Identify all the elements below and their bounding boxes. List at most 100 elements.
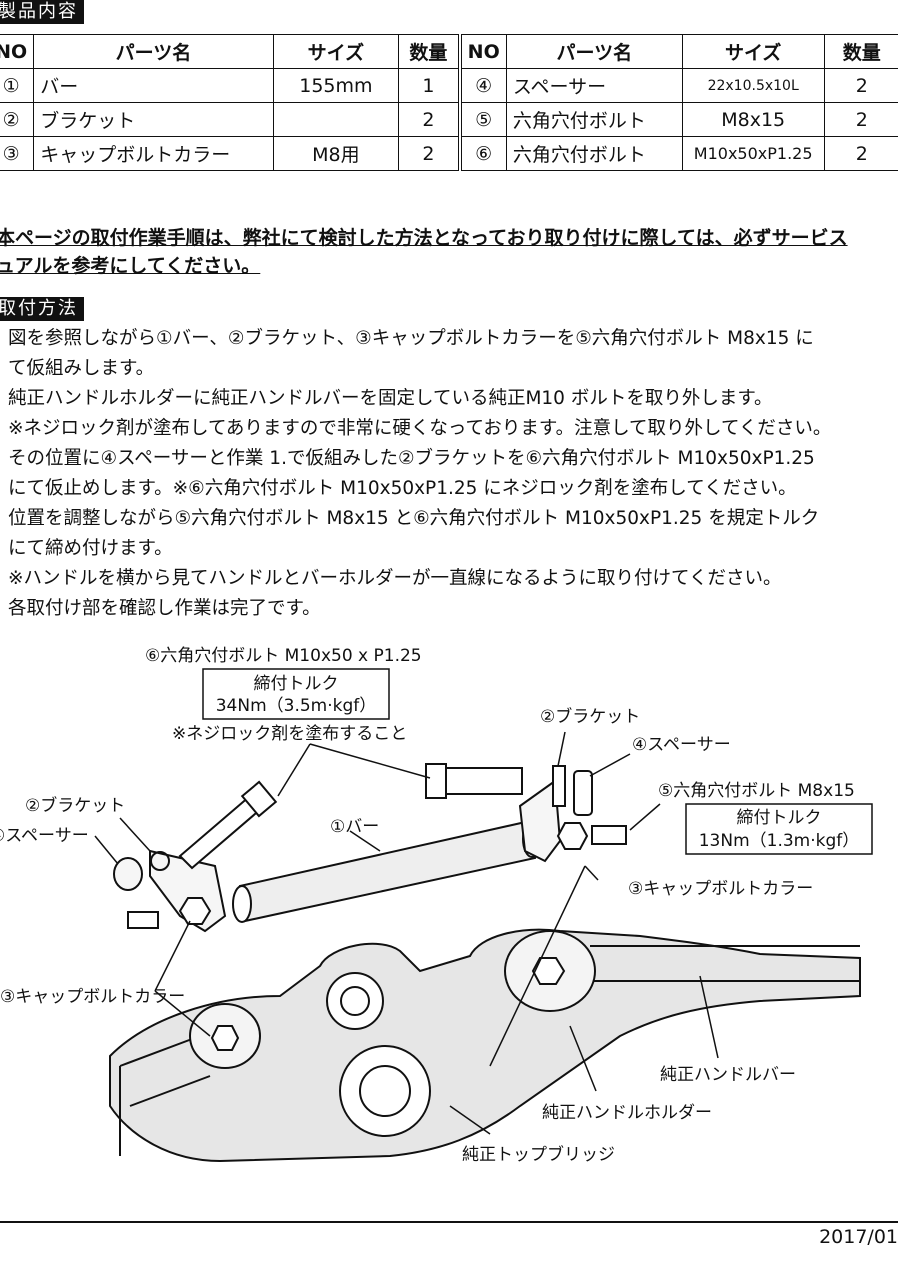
cell-no: ④ (457, 68, 507, 103)
leader-line (584, 865, 599, 881)
col-header-size-2: サイズ (681, 34, 825, 69)
leader-line (589, 753, 631, 777)
cell-size: 22x10.5x10L (681, 68, 825, 103)
table-header-row: NO パーツ名 サイズ 数量 NO パーツ名 サイズ 数量 (0, 34, 898, 69)
notice-text: 本ページの取付作業手順は、弊社にて検討した方法となっており取り付けに際しては、必… (0, 224, 896, 280)
step-line: 各取付け部を確認し作業は完了です。 (8, 598, 321, 619)
bolt-m8-right-shape (591, 825, 627, 845)
cell-qty: 2 (823, 68, 898, 103)
cell-name: スペーサー (505, 68, 683, 103)
cell-no: ⑤ (457, 102, 507, 137)
cell-size: M8x15 (681, 102, 825, 137)
leader-line (154, 990, 211, 1037)
cell-name: キャップボルトカラー (33, 136, 274, 171)
cell-qty: 2 (398, 102, 461, 137)
bolt-m8-left-shape (127, 911, 159, 929)
leader-line (489, 865, 586, 1067)
leader-line (569, 1025, 597, 1092)
parts-table: NO パーツ名 サイズ 数量 NO パーツ名 サイズ 数量 ① バー 155mm… (0, 34, 898, 171)
col-header-qty: 数量 (398, 34, 461, 69)
cell-no: ③ (0, 136, 35, 171)
step-line: にて締め付けます。 (8, 538, 173, 559)
table-row: ③ キャップボルトカラー M8用 2 ⑥ 六角穴付ボルト M10x50xP1.2… (0, 136, 898, 171)
cell-no: ② (0, 102, 35, 137)
label-bracket-right: ②ブラケット (540, 706, 640, 727)
col-header-name: パーツ名 (33, 34, 274, 69)
torque-box-m8 (685, 803, 873, 855)
label-torque1-title: 締付トルク (254, 674, 339, 694)
section-label-contents: 製品内容 (0, 0, 84, 24)
leader-line (557, 731, 566, 767)
leader-lines (94, 731, 719, 1135)
collar-right-icon (556, 822, 589, 850)
footer-divider (0, 1221, 898, 1223)
cell-size: M8用 (272, 136, 400, 171)
cell-qty: 2 (823, 136, 898, 171)
bolt-m10-left-head-icon (240, 780, 278, 818)
step-line: その位置に④スペーサーと作業 1.で仮組みした②ブラケットを⑥六角穴付ボルト M… (8, 448, 815, 469)
bar-shape (238, 819, 537, 923)
step-line: 図を参照しながら①バー、②ブラケット、③キャップボルトカラーを⑤六角穴付ボルト … (8, 328, 814, 349)
leader-line (154, 920, 191, 992)
label-spacer-right: ④スペーサー (632, 735, 731, 755)
step-line: 純正ハンドルホルダーに純正ハンドルバーを固定している純正M10 ボルトを取り外し… (8, 388, 773, 409)
cell-qty: 2 (823, 102, 898, 137)
torque-box-m10 (202, 668, 390, 720)
step-line: ※ネジロック剤が塗布してありますので非常に硬くなっております。注意して取り外して… (8, 418, 832, 439)
step-line: 位置を調整しながら⑤六角穴付ボルト M8x15 と⑥六角穴付ボルト M10x50… (8, 508, 820, 529)
handlebar-left-shape (119, 1035, 211, 1156)
label-torque1-value: 34Nm（3.5m·kgf） (216, 696, 377, 716)
leader-line (94, 835, 119, 865)
bracket-right-tab-shape (552, 765, 566, 807)
bracket-right-shape (518, 779, 562, 863)
label-bolt5: ⑤六角穴付ボルト M8x15 (658, 781, 855, 801)
cell-size: 155mm (272, 68, 400, 103)
step-line: ※ハンドルを横から見てハンドルとバーホルダーが一直線になるように取り付けてくださ… (8, 568, 782, 589)
label-torque2-title: 締付トルク (737, 808, 822, 828)
leader-line (349, 830, 381, 852)
assembly-diagram: ⑥六角穴付ボルト M10x50 x P1.25 締付トルク 34Nm（3.5m·… (0, 646, 873, 1165)
notice-line-1: 本ページの取付作業手順は、弊社にて検討した方法となっており取り付けに際しては、必… (0, 227, 848, 249)
spacer-right-shape (573, 770, 593, 816)
spacer-left-shape (113, 857, 143, 891)
leader-line (629, 803, 661, 831)
col-header-name-2: パーツ名 (505, 34, 683, 69)
col-header-no: NO (0, 34, 35, 69)
cell-name: バー (33, 68, 274, 103)
section-label-install: 取付方法 (0, 297, 84, 321)
bar-end-left-icon (232, 885, 252, 923)
bolt-m10-right-head-icon (425, 763, 447, 799)
stem-hole-inner-icon (359, 1065, 411, 1117)
bracket-left-hole-icon (150, 851, 170, 871)
cell-size (272, 102, 400, 137)
step-line: にて仮止めします。※⑥六角穴付ボルト M10x50xP1.25 にネジロック剤を… (8, 478, 797, 499)
bolt-m10-left-shape (178, 794, 264, 870)
label-handlebar: 純正ハンドルバー (660, 1065, 796, 1085)
install-steps: 図を参照しながら①バー、②ブラケット、③キャップボルトカラーを⑤六角穴付ボルト … (8, 324, 888, 624)
bridge-hole-icon (326, 972, 384, 1030)
diagram-labels: ⑥六角穴付ボルト M10x50 x P1.25 締付トルク 34Nm（3.5m·… (0, 646, 859, 1165)
stem-hole-icon (339, 1045, 431, 1137)
leader-line (119, 817, 151, 852)
footer-date: 2017/01 (819, 1226, 898, 1248)
cell-qty: 1 (398, 68, 461, 103)
cell-qty: 2 (398, 136, 461, 171)
cell-name: ブラケット (33, 102, 274, 137)
notice-line-2: ュアルを参考にしてください。 (0, 255, 261, 277)
nut-left-icon (210, 1025, 240, 1051)
label-torque2-value: 13Nm（1.3m·kgf） (699, 831, 860, 851)
col-header-qty-2: 数量 (823, 34, 898, 69)
cell-name: 六角穴付ボルト (505, 102, 683, 137)
nut-right-icon (531, 957, 566, 985)
label-bracket-left: ②ブラケット (25, 795, 125, 816)
col-header-size: サイズ (272, 34, 400, 69)
cell-size: M10x50xP1.25 (681, 136, 825, 171)
label-bar: ①バー (330, 817, 379, 837)
table-row: ① バー 155mm 1 ④ スペーサー 22x10.5x10L 2 (0, 68, 898, 103)
label-holder: 純正ハンドルホルダー (542, 1103, 712, 1123)
col-header-no-2: NO (457, 34, 507, 69)
diagram-parts (109, 763, 861, 1163)
handlebar-right-shape (590, 945, 860, 982)
label-collar-left: ③キャップボルトカラー (0, 987, 185, 1007)
leader-line (309, 743, 431, 779)
